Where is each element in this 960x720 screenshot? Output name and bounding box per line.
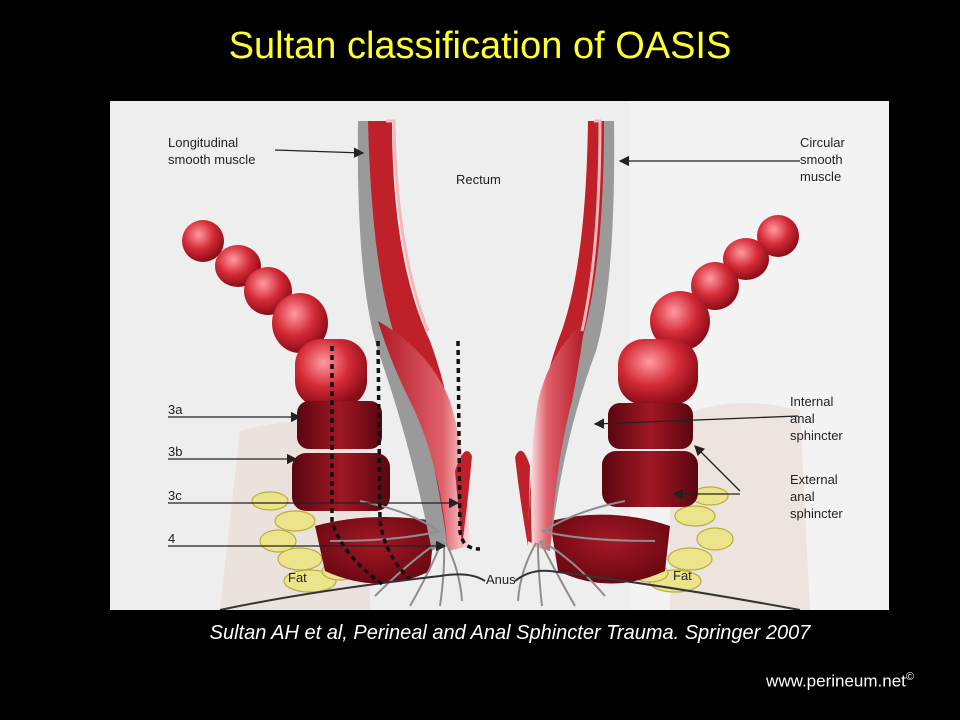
- external-sphincter-right-upper: [608, 403, 693, 449]
- citation: Sultan AH et al, Perineal and Anal Sphin…: [209, 622, 811, 644]
- slide-title: Sultan classification of OASIS: [228, 25, 732, 67]
- label-fat-left: Fat: [288, 570, 307, 585]
- base-right: [550, 514, 670, 584]
- label-fat-right: Fat: [673, 568, 692, 583]
- external-sphincter-right-mid: [602, 451, 698, 507]
- footer-site: www.perineum.net: [766, 671, 906, 691]
- label-rectum: Rectum: [456, 172, 501, 187]
- anal-sphincter-diagram: [110, 101, 889, 610]
- anatomy-figure: Longitudinal smooth muscle Rectum Circul…: [110, 101, 889, 610]
- copyright-mark: ©: [905, 671, 914, 683]
- tear-lines: [330, 340, 481, 588]
- label-longitudinal-smooth-muscle: Longitudinal smooth muscle: [168, 135, 256, 167]
- external-sphincter-left-mid: [292, 453, 390, 511]
- label-grade-3b: 3b: [168, 444, 183, 459]
- footer-website: www.perineum.net©: [766, 666, 914, 693]
- label-grade-3c: 3c: [168, 488, 182, 503]
- external-sphincter-left-upper: [297, 401, 382, 449]
- internal-sphincter-right: [530, 321, 585, 551]
- septa-right: [517, 500, 656, 607]
- label-anus: Anus: [486, 572, 516, 587]
- label-circular-smooth-muscle: Circular smooth muscle: [800, 135, 845, 184]
- label-external-anal-sphincter: External anal sphincter: [790, 472, 843, 521]
- internal-sphincter-left: [378, 321, 470, 551]
- label-internal-anal-sphincter: Internal anal sphincter: [790, 394, 843, 443]
- label-grade-3a: 3a: [168, 402, 183, 417]
- label-grade-4: 4: [168, 531, 176, 546]
- levator-right: [618, 215, 799, 405]
